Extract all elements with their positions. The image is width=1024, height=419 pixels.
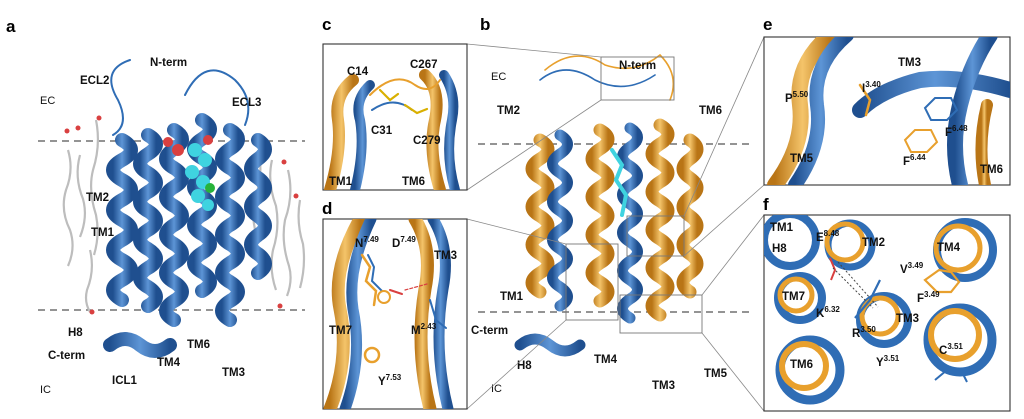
residue-e-p550: P5.50 <box>785 90 809 105</box>
label-c-c267: C267 <box>410 59 438 71</box>
panel-a-ec-label: EC <box>40 95 55 107</box>
label-a-tm3: TM3 <box>222 367 245 379</box>
panel-b-box-e <box>626 215 685 257</box>
panel-a-lipid-headgroups <box>64 115 299 315</box>
panel-b-receptor-overlay <box>514 53 704 357</box>
label-b-c-term: C-term <box>471 325 508 337</box>
residue-e-f644: F6.44 <box>903 153 926 168</box>
label-e-tm5: TM5 <box>790 153 814 165</box>
connector-lines <box>466 36 765 412</box>
label-a-ecl3: ECL3 <box>232 97 261 109</box>
label-a-tm6: TM6 <box>187 339 210 351</box>
residue-f-f349: F3.49 <box>917 290 940 305</box>
panel-a-letter: a <box>6 17 16 36</box>
label-a-tm4: TM4 <box>157 357 181 369</box>
label-c-tm1: TM1 <box>329 176 353 188</box>
panel-f-letter: f <box>763 195 769 214</box>
label-b-tm1: TM1 <box>500 291 524 303</box>
panel-a-ligand <box>163 135 215 211</box>
label-f-tm6: TM6 <box>790 359 813 371</box>
label-e-tm3: TM3 <box>898 57 921 69</box>
residue-f-v349: V3.49 <box>900 261 924 276</box>
panel-b-letter: b <box>480 15 490 34</box>
residue-f-r350: R3.50 <box>852 325 876 340</box>
residue-e-f648: F6.48 <box>945 124 968 139</box>
label-b-tm6: TM6 <box>699 105 722 117</box>
label-e-tm6: TM6 <box>980 164 1003 176</box>
panel-a-ic-label: IC <box>40 384 51 396</box>
label-a-c-term: C-term <box>48 350 85 362</box>
label-f-tm1: TM1 <box>770 222 794 234</box>
panel-b-box-c <box>600 56 675 101</box>
label-a-ecl2: ECL2 <box>80 75 109 87</box>
label-c-c31: C31 <box>371 125 393 137</box>
panel-c-letter: c <box>322 15 331 34</box>
panel-d: d N7.49 D7.49 M2.43 Y7.53 TM3 TM7 <box>322 199 468 410</box>
panel-a-receptor <box>103 59 272 358</box>
panel-b-ic-label: IC <box>491 383 502 395</box>
panel-f-residues: E8.48 V3.49 F3.49 K6.32 R3.50 Y3.51 C3.5… <box>816 229 963 369</box>
residue-f-e848: E8.48 <box>816 229 840 244</box>
label-a-icl1: ICL1 <box>112 375 138 387</box>
label-b-tm5: TM5 <box>704 368 728 380</box>
label-f-tm4: TM4 <box>937 242 961 254</box>
label-a-n-term: N-term <box>150 57 187 69</box>
label-b-tm3: TM3 <box>652 380 675 392</box>
label-c-c279: C279 <box>413 135 441 147</box>
residue-d-y753: Y7.53 <box>378 373 402 388</box>
panel-b-ec-label: EC <box>491 71 506 83</box>
label-a-tm1: TM1 <box>91 227 115 239</box>
panel-d-residues: N7.49 D7.49 M2.43 Y7.53 <box>355 235 437 388</box>
label-a-h8: H8 <box>68 327 83 339</box>
panel-f: f E8.48 V3.49 F3.49 K6. <box>763 195 1011 412</box>
label-b-tm4: TM4 <box>594 354 618 366</box>
label-f-tm7: TM7 <box>782 291 805 303</box>
panel-d-letter: d <box>322 199 332 218</box>
label-f-tm3: TM3 <box>896 313 919 325</box>
residue-f-k632: K6.32 <box>816 305 840 320</box>
residue-d-m243: M2.43 <box>411 322 437 337</box>
label-f-tm2: TM2 <box>862 237 885 249</box>
panel-c-frame <box>322 43 468 191</box>
label-b-n-term: N-term <box>619 60 656 72</box>
panel-a: a EC IC <box>6 17 306 396</box>
label-b-tm2: TM2 <box>497 105 520 117</box>
residue-f-c351: C3.51 <box>939 342 963 357</box>
panel-e: e P5.50 I3.40 F6.48 F6.44 TM3 TM5 TM6 <box>763 15 1011 186</box>
panel-e-residues: P5.50 I3.40 F6.48 F6.44 <box>785 80 968 168</box>
panel-b-box-d <box>565 243 619 321</box>
panel-b: b EC IC N-term TM2 TM6 <box>471 15 750 395</box>
panel-e-letter: e <box>763 15 772 34</box>
panel-b-box-f <box>619 294 703 334</box>
label-c-c14: C14 <box>347 66 369 78</box>
label-d-tm7: TM7 <box>329 325 352 337</box>
residue-d-d749: D7.49 <box>392 235 416 250</box>
residue-e-i340: I3.40 <box>862 80 881 95</box>
label-f-h8: H8 <box>772 243 787 255</box>
label-c-tm6: TM6 <box>402 176 425 188</box>
label-d-tm3: TM3 <box>434 250 457 262</box>
panel-c: c C14 C267 C31 C279 TM1 TM6 <box>322 15 468 191</box>
residue-f-y351: Y3.51 <box>876 354 900 369</box>
residue-d-n749: N7.49 <box>355 235 379 250</box>
label-a-tm2: TM2 <box>86 192 109 204</box>
label-b-h8: H8 <box>517 360 532 372</box>
